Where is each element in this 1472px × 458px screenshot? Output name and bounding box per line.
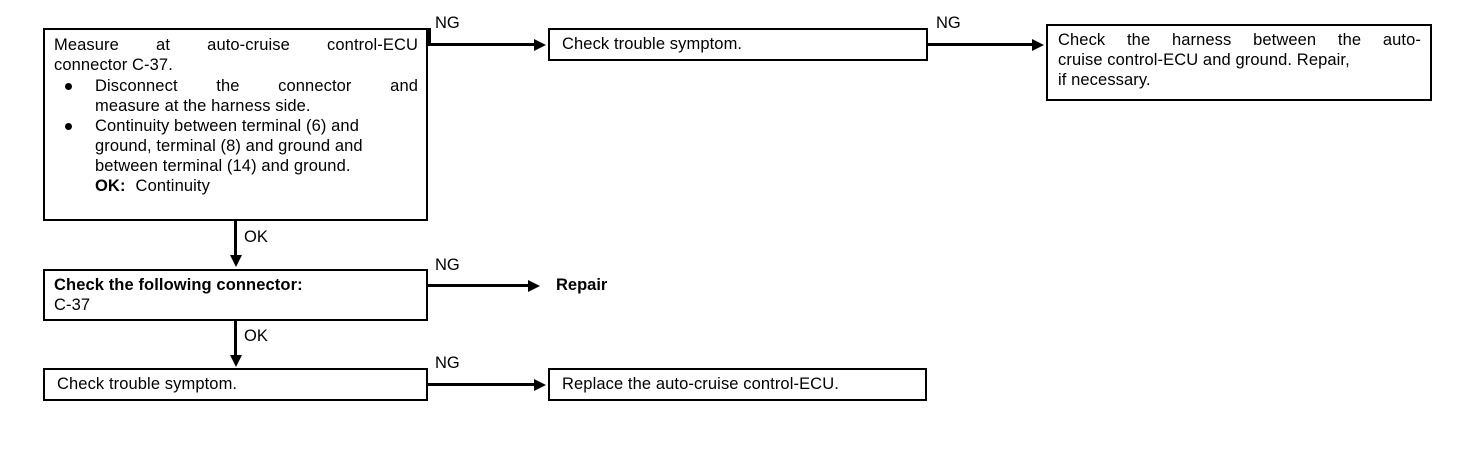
node-check-following-connector: Check the following connector: C-37 bbox=[43, 269, 428, 321]
measure-ok-value: Continuity bbox=[135, 177, 210, 195]
text-repair: Repair bbox=[556, 276, 608, 294]
edge-label-ok-measure: OK bbox=[244, 228, 268, 246]
measure-lead-line2: connector C-37. bbox=[54, 56, 173, 74]
edge-measure-to-check-symptom-arrowhead bbox=[534, 38, 546, 51]
node-harness-body: Check the harness between the auto- crui… bbox=[1048, 26, 1430, 90]
node-check-trouble-symptom-top: Check trouble symptom. bbox=[548, 28, 928, 61]
harness-line3: if necessary. bbox=[1058, 71, 1151, 89]
replace-text: Replace the auto-cruise control-ECU. bbox=[562, 375, 839, 393]
measure-bullet-1-line2: measure at the harness side. bbox=[95, 97, 311, 115]
bullet-dot-icon bbox=[65, 83, 72, 90]
node-measure-body: Measure at auto-cruise control-ECU conne… bbox=[45, 30, 426, 196]
measure-bullet-1-line1: Disconnect the connector and bbox=[95, 77, 418, 95]
node-measure-at-connector: Measure at auto-cruise control-ECU conne… bbox=[43, 28, 428, 221]
connector-heading: Check the following connector: bbox=[54, 276, 303, 294]
harness-line1: Check the harness between the auto- bbox=[1058, 31, 1421, 49]
edge-measure-to-connector-arrowhead bbox=[229, 255, 242, 267]
edge-measure-to-check-symptom-line bbox=[428, 43, 534, 46]
node-check-trouble-symptom-bottom: Check trouble symptom. bbox=[43, 368, 428, 401]
node-replace-ecu: Replace the auto-cruise control-ECU. bbox=[548, 368, 927, 401]
measure-bullet-2-line3: between terminal (14) and ground. bbox=[95, 157, 351, 175]
node-check-harness: Check the harness between the auto- crui… bbox=[1046, 24, 1432, 101]
measure-bullet-2-line1: Continuity between terminal (6) and bbox=[95, 117, 359, 135]
check-symptom-bottom-text: Check trouble symptom. bbox=[57, 375, 238, 393]
edge-label-ok-connector: OK bbox=[244, 327, 268, 345]
measure-bullet-list: Disconnect the connector and measure at … bbox=[54, 76, 418, 176]
measure-ok-criteria: OK: Continuity bbox=[54, 176, 418, 196]
node-connector-body: Check the following connector: C-37 bbox=[45, 271, 426, 315]
harness-line2: cruise control-ECU and ground. Repair, bbox=[1058, 51, 1350, 69]
edge-connector-to-repair-line bbox=[428, 284, 530, 287]
edge-connector-to-check-symptom-arrowhead bbox=[229, 355, 242, 367]
edge-label-ng-check-symptom-top: NG bbox=[936, 14, 961, 32]
measure-ok-label: OK: bbox=[95, 177, 126, 195]
edge-label-ng-measure: NG bbox=[435, 14, 460, 32]
edge-measure-ng-stub bbox=[428, 28, 431, 45]
check-symptom-top-text: Check trouble symptom. bbox=[562, 35, 743, 53]
edge-check-symptom-to-harness-line bbox=[928, 43, 1032, 46]
edge-label-ng-connector: NG bbox=[435, 256, 460, 274]
measure-lead-line1: Measure at auto-cruise control-ECU bbox=[54, 36, 418, 54]
edge-check-symptom-bottom-to-replace-arrowhead bbox=[534, 378, 546, 391]
measure-bullet-2: Continuity between terminal (6) and grou… bbox=[54, 116, 418, 176]
edge-connector-to-check-symptom-line bbox=[234, 321, 237, 357]
edge-check-symptom-to-harness-arrowhead bbox=[1032, 38, 1044, 51]
edge-connector-to-repair-arrowhead bbox=[528, 279, 540, 292]
edge-measure-to-connector-line bbox=[234, 221, 237, 257]
bullet-dot-icon bbox=[65, 123, 72, 130]
measure-bullet-1: Disconnect the connector and measure at … bbox=[54, 76, 418, 116]
measure-bullet-2-line2: ground, terminal (8) and ground and bbox=[95, 137, 363, 155]
edge-label-ng-check-symptom-bottom: NG bbox=[435, 354, 460, 372]
edge-check-symptom-bottom-to-replace-line bbox=[428, 383, 534, 386]
connector-value: C-37 bbox=[54, 296, 91, 314]
